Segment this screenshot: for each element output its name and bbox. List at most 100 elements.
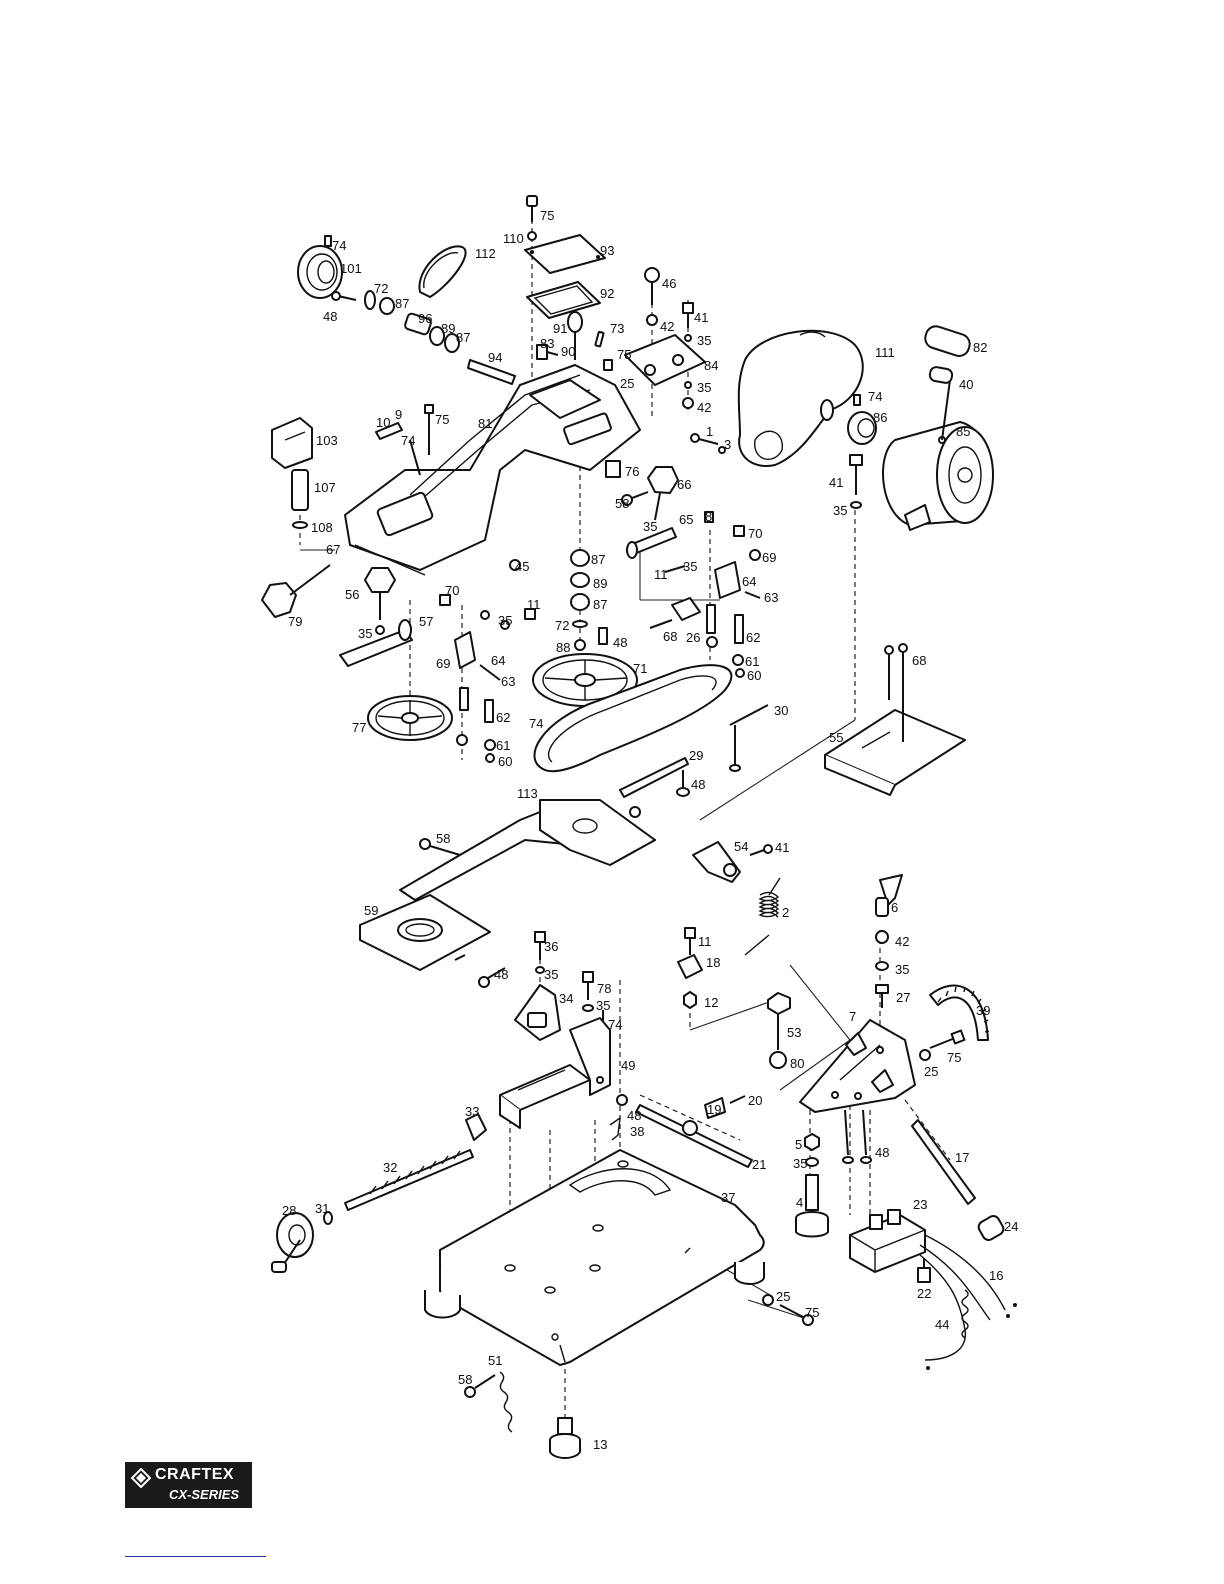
part-callout: 40 <box>959 377 973 392</box>
part-callout: 48 <box>494 967 508 982</box>
part-callout: 30 <box>774 703 788 718</box>
shaft-94 <box>467 359 516 385</box>
part-callout: 18 <box>706 955 720 970</box>
part-callout: 11 <box>527 597 541 612</box>
part-callout: 42 <box>895 934 909 949</box>
part-callout: 23 <box>913 1197 927 1212</box>
part-callout: 85 <box>956 424 970 439</box>
part-callout: 48 <box>323 309 337 324</box>
bolt-48-top <box>331 291 357 301</box>
part-callout: 25 <box>620 376 634 391</box>
part-callout: 41 <box>775 840 789 855</box>
knob-79 <box>261 564 331 618</box>
part-callout: 83 <box>540 336 554 351</box>
part-callout: 35 <box>683 559 697 574</box>
part-callout: 22 <box>917 1286 931 1301</box>
part-callout: 72 <box>374 281 388 296</box>
bolt-53-80 <box>767 992 791 1069</box>
part-callout: 62 <box>496 710 510 725</box>
part-callout: 59 <box>364 903 378 918</box>
part-callout: 82 <box>973 340 987 355</box>
part-callout: 67 <box>326 542 340 557</box>
part-callout: 107 <box>314 480 336 495</box>
wheel-77 <box>367 695 453 741</box>
part-callout: 75 <box>540 208 554 223</box>
part-callout: 63 <box>764 590 778 605</box>
part-callout: 9 <box>395 407 402 422</box>
base-37 <box>424 1149 765 1366</box>
part-callout: 101 <box>340 261 362 276</box>
part-callout: 86 <box>873 410 887 425</box>
part-callout: 55 <box>829 730 843 745</box>
part-callout: 69 <box>436 656 450 671</box>
logo-brand: CRAFTEX <box>155 1466 235 1483</box>
part-callout: 4 <box>796 1195 803 1210</box>
guide-bracket-64-left <box>439 594 536 763</box>
part-callout: 35 <box>544 967 558 982</box>
part-callout: 70 <box>748 526 762 541</box>
part-callout: 87 <box>591 552 605 567</box>
logo-series: CX-SERIES <box>169 1487 240 1502</box>
part-callout: 92 <box>600 286 614 301</box>
part-callout: 25 <box>924 1064 938 1079</box>
foot-13 <box>549 1417 581 1459</box>
part-callout: 88 <box>556 640 570 655</box>
part-callout: 61 <box>745 654 759 669</box>
part-callout: 48 <box>691 777 705 792</box>
part-callout: 11 <box>698 934 712 949</box>
part-callout: 35 <box>358 626 372 641</box>
part-callout: 75 <box>947 1050 961 1065</box>
foot-4 <box>795 1133 829 1238</box>
bearing-87-top <box>379 297 395 315</box>
part-callout: 8 <box>705 509 712 524</box>
part-callout: 24 <box>1004 1219 1018 1234</box>
part-callout: 53 <box>787 1025 801 1040</box>
part-callout: 65 <box>679 512 693 527</box>
motor-85 <box>882 421 994 531</box>
clip-9-10 <box>375 404 434 476</box>
part-callout: 54 <box>734 839 748 854</box>
part-callout: 108 <box>311 520 333 535</box>
handwheel-28 <box>271 1212 314 1273</box>
part-callout: 73 <box>610 321 624 336</box>
bow-arm-81 <box>344 364 641 576</box>
part-callout: 12 <box>704 995 718 1010</box>
part-callout: 10 <box>376 415 390 430</box>
part-callout: 42 <box>660 319 674 334</box>
part-callout: 32 <box>383 1160 397 1175</box>
part-callout: 13 <box>593 1437 607 1452</box>
part-callout: 75 <box>805 1305 819 1320</box>
part-callout: 28 <box>282 1203 296 1218</box>
part-callout: 36 <box>544 939 558 954</box>
part-callout: 70 <box>445 583 459 598</box>
part-callout: 60 <box>498 754 512 769</box>
part-callout: 35 <box>833 503 847 518</box>
part-callout: 110 <box>503 231 524 246</box>
rod-29 <box>619 757 690 798</box>
part-callout: 103 <box>316 433 338 448</box>
rod-30 <box>729 704 769 772</box>
bolt-75-base <box>762 1294 814 1326</box>
guide-post-107 <box>291 469 309 529</box>
part-callout: 79 <box>288 614 302 629</box>
part-callout: 48 <box>613 635 627 650</box>
part-callout: 76 <box>625 464 639 479</box>
part-callout: 35 <box>498 613 512 628</box>
part-callout: 35 <box>793 1156 807 1171</box>
part-callout: 78 <box>597 981 611 996</box>
support-rod-17-24 <box>911 1119 1005 1241</box>
part-callout: 6 <box>891 900 898 915</box>
part-callout: 57 <box>419 614 433 629</box>
blade-guide-103 <box>271 417 313 469</box>
knob-56 <box>364 567 396 635</box>
part-callout: 42 <box>697 400 711 415</box>
part-callout: 2 <box>782 905 789 920</box>
clip-38-48 <box>609 1094 628 1141</box>
clamp-76 <box>605 460 621 478</box>
worm-gear-91 <box>567 311 583 360</box>
bolt-41-top <box>682 302 694 409</box>
part-callout: 51 <box>488 1353 502 1368</box>
part-callout: 58 <box>615 496 629 511</box>
